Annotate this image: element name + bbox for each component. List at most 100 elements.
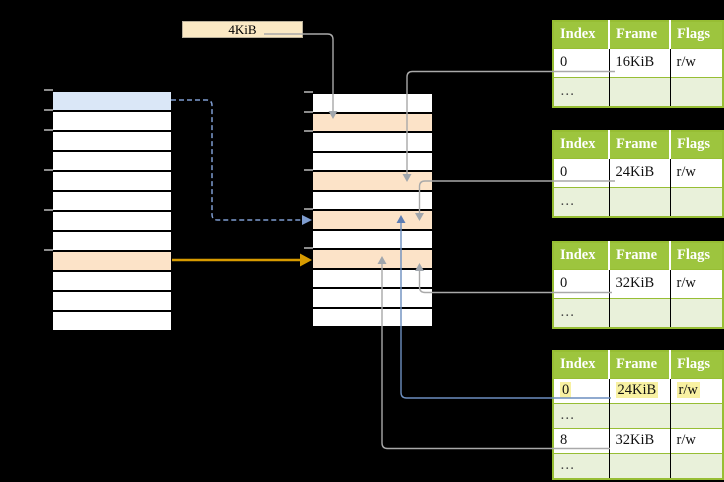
page-table-detail-16kib: Index Frame Flags 0 16KiB r/w … [552,20,724,108]
col-header-frame: Frame [609,242,671,270]
table-row: 0 32KiB r/w [553,269,723,299]
header-row: Index Frame Flags [553,242,723,270]
cell-index: … [553,187,610,217]
table-row-ellipsis: … [553,453,723,479]
address-tick [44,89,53,91]
arrow-orange-entry-to-frame9 [172,253,312,267]
arrow-blue-entry-to-frame7 [171,99,312,225]
frame-size-label-box: 4KiB [182,21,303,38]
highlighted-value: r/w [676,382,700,398]
col-header-flags: Flags [670,131,723,159]
cell-index: … [553,403,610,429]
frame-size-label: 4KiB [228,21,257,37]
cell-flags [670,403,723,429]
memory-frame-row [313,230,432,250]
table-entry-row [53,112,171,132]
cell-frame: 32KiB [609,428,671,454]
table-row-ellipsis: … [553,403,723,429]
col-header-index: Index [553,242,610,270]
memory-frame-row [313,289,432,309]
cell-index: 0 [553,378,610,404]
address-tick [304,247,313,249]
col-header-index: Index [553,351,610,379]
table-entry-row [53,232,171,252]
cell-frame [609,77,671,107]
address-tick [304,91,313,93]
table-entry-row-highlight-blue [53,92,171,112]
table-row-ellipsis: … [553,298,723,328]
table-entry-row [53,212,171,232]
cell-flags [670,77,723,107]
page-table-detail-24kib: Index Frame Flags 0 24KiB r/w … [552,130,724,218]
col-header-index: Index [553,21,610,49]
cell-index: 0 [553,158,610,188]
memory-frame-row [313,191,432,211]
address-tick [44,169,53,171]
cell-index: 8 [553,428,610,454]
col-header-flags: Flags [670,242,723,270]
table-row-ellipsis: … [553,77,723,107]
memory-frame-row [313,94,432,114]
col-header-frame: Frame [609,351,671,379]
physical-memory-frames [313,92,432,328]
col-header-index: Index [553,131,610,159]
highlighted-value: 0 [560,382,572,398]
cell-frame [609,403,671,429]
address-tick [304,130,313,132]
page-table-detail-32kib: Index Frame Flags 0 32KiB r/w … [552,241,724,329]
table-entry-row [53,272,171,292]
header-row: Index Frame Flags [553,351,723,379]
table-row: 0 16KiB r/w [553,48,723,78]
header-row: Index Frame Flags [553,21,723,49]
address-tick [304,208,313,210]
memory-frame-row [313,133,432,153]
cell-flags [670,453,723,479]
cell-index: … [553,453,610,479]
table-entry-row-highlight-orange [53,252,171,272]
cell-flags: r/w [670,269,723,299]
table-entry-row [53,312,171,332]
address-tick [44,209,53,211]
cell-index: … [553,298,610,328]
memory-frame-row-highlight [313,250,432,270]
page-table-left [53,90,171,332]
table-entry-row [53,132,171,152]
table-row-ellipsis: … [553,187,723,217]
address-tick [44,249,53,251]
cell-flags: r/w [670,378,723,404]
address-tick [304,110,313,113]
table-row: 0 24KiB r/w [553,158,723,188]
table-entry-row [53,152,171,172]
table-entry-row [53,292,171,312]
cell-frame: 32KiB [609,269,671,299]
table-entry-row [53,172,171,192]
cell-index: 0 [553,48,610,78]
memory-frame-row [313,269,432,289]
cell-flags [670,187,723,217]
cell-frame: 24KiB [609,158,671,188]
address-tick [44,109,53,111]
cell-frame [609,298,671,328]
cell-flags: r/w [670,48,723,78]
address-tick [304,169,313,171]
cell-frame: 24KiB [609,378,671,404]
cell-index: … [553,77,610,107]
cell-flags: r/w [670,428,723,454]
memory-frame-row-highlight [313,211,432,231]
table-row-highlighted: 0 24KiB r/w [553,378,723,404]
col-header-flags: Flags [670,351,723,379]
col-header-frame: Frame [609,21,671,49]
highlighted-value: 24KiB [615,382,659,398]
address-tick [44,129,53,131]
page-table-detail-bottom: Index Frame Flags 0 24KiB r/w … 8 32KiB … [552,350,724,480]
memory-frame-row [313,308,432,328]
table-row: 8 32KiB r/w [553,428,723,454]
col-header-flags: Flags [670,21,723,49]
cell-flags: r/w [670,158,723,188]
cell-frame [609,187,671,217]
memory-frame-row-highlight [313,172,432,192]
table-entry-row [53,192,171,212]
memory-frame-row [313,152,432,172]
cell-frame: 16KiB [609,48,671,78]
